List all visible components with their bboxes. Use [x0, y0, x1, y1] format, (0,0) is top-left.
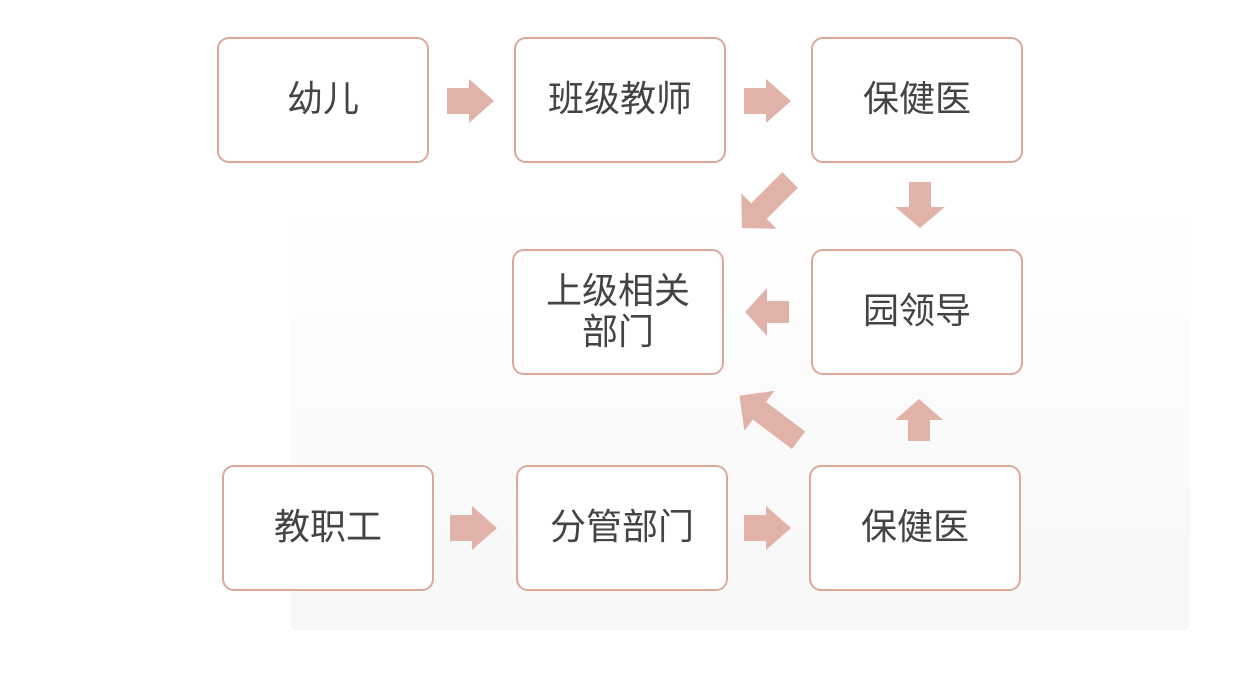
node-kindergarten-leader: 园领导 [811, 249, 1023, 375]
arrow-managing-department-to-health-doctor-bottom [744, 506, 791, 550]
node-class-teacher-label: 班级教师 [547, 79, 692, 121]
arrow-health-doctor-top-to-kindergarten-leader [895, 182, 945, 228]
node-kindergarten-leader-label: 园领导 [862, 291, 971, 333]
arrow-class-teacher-to-health-doctor-top [744, 79, 791, 123]
node-class-teacher: 班级教师 [514, 37, 726, 163]
node-health-doctor-top: 保健医 [811, 37, 1023, 163]
node-health-doctor-top-label: 保健医 [862, 79, 971, 121]
node-child-label: 幼儿 [286, 79, 359, 121]
arrow-health-doctor-top-to-superior-department [741, 172, 798, 229]
node-health-doctor-bottom-label: 保健医 [860, 507, 969, 549]
node-child: 幼儿 [217, 37, 429, 163]
arrow-kindergarten-leader-to-superior-department [745, 288, 789, 336]
arrow-health-doctor-bottom-to-superior-department [739, 390, 806, 450]
arrow-health-doctor-bottom-to-kindergarten-leader [895, 399, 943, 441]
node-superior-department-label: 上级相关部门 [545, 270, 690, 353]
node-staff-label: 教职工 [273, 507, 382, 549]
node-managing-department: 分管部门 [516, 465, 728, 591]
node-superior-department: 上级相关部门 [512, 249, 724, 375]
arrow-child-to-class-teacher [447, 79, 494, 123]
node-health-doctor-bottom: 保健医 [809, 465, 1021, 591]
node-managing-department-label: 分管部门 [549, 507, 694, 549]
arrow-staff-to-managing-department [450, 506, 497, 550]
diagram-background-panel [290, 210, 1190, 630]
node-staff: 教职工 [222, 465, 434, 591]
